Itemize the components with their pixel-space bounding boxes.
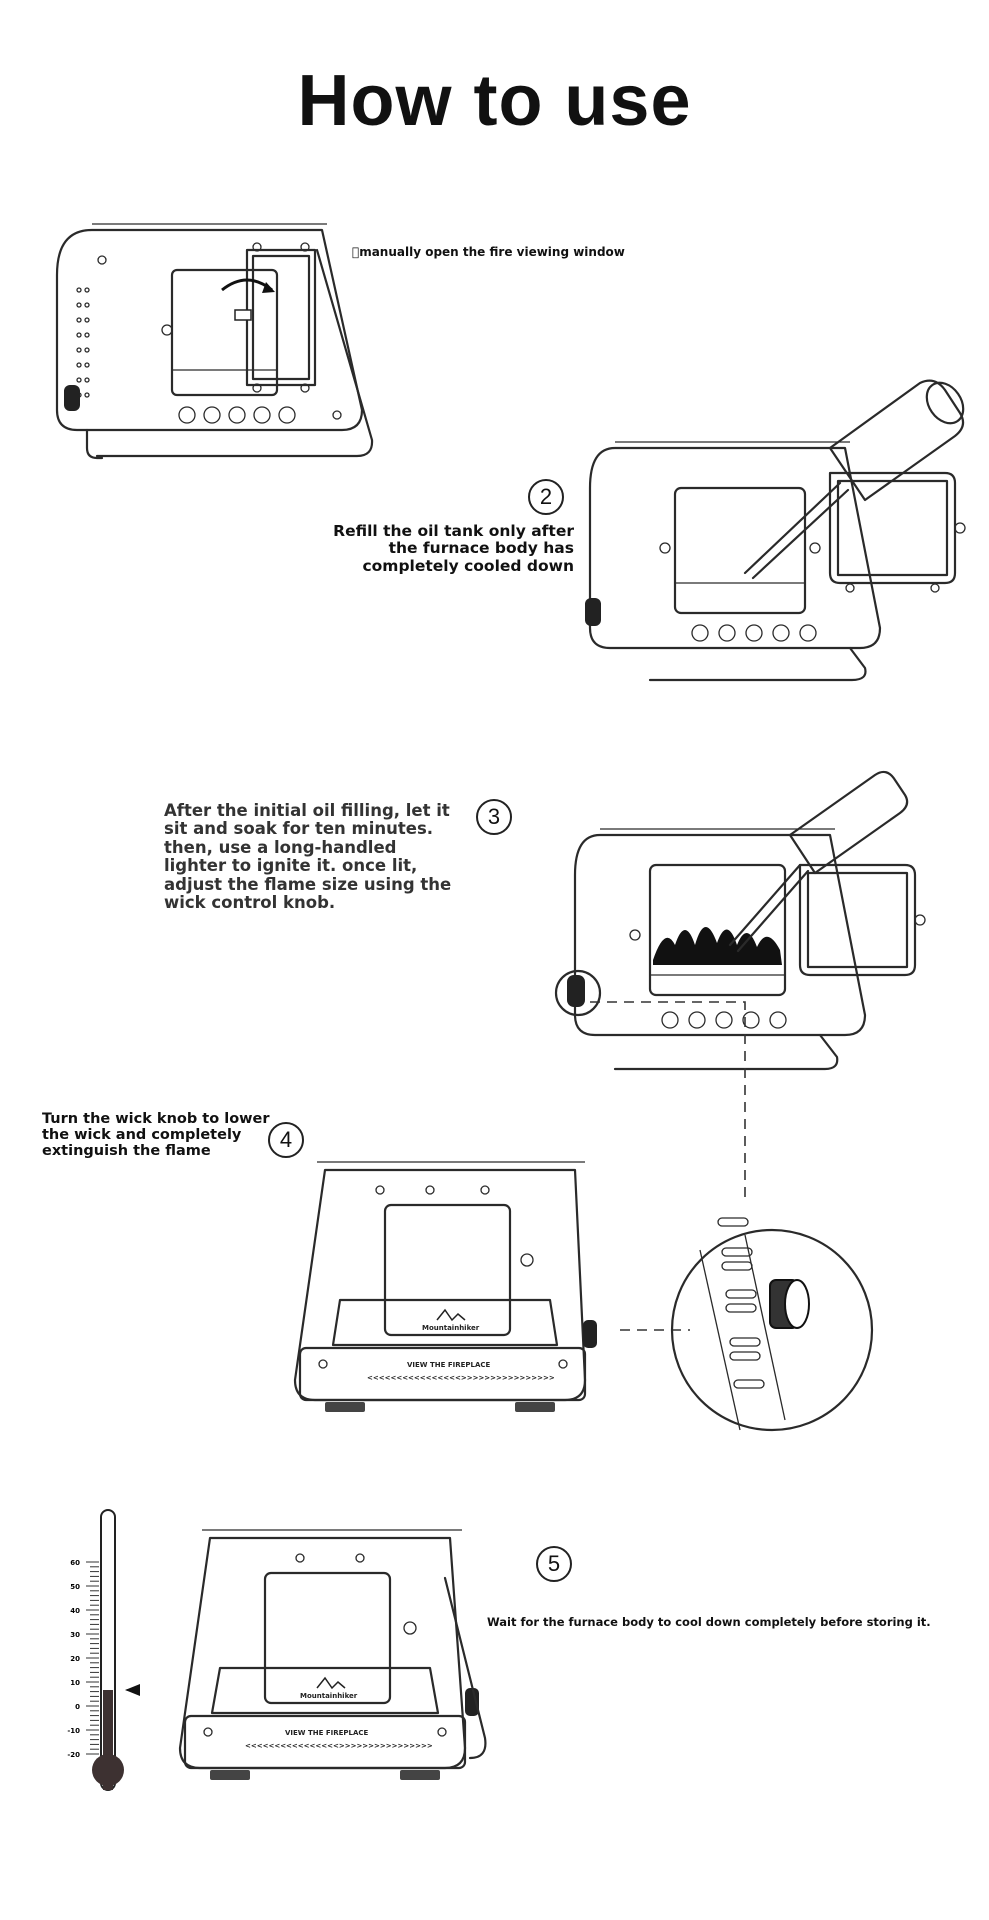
step3-number: 3 bbox=[476, 799, 512, 835]
thermometer-tick-label: 20 bbox=[70, 1655, 80, 1663]
step1-text:  manually open the fire viewing window bbox=[352, 245, 625, 259]
stove-step4: Mountainhiker VIEW THE FIREPLACE <<<<<<<… bbox=[293, 1161, 597, 1412]
thermometer-tick-label: 0 bbox=[75, 1703, 80, 1711]
svg-text:VIEW THE FIREPLACE: VIEW THE FIREPLACE bbox=[285, 1729, 369, 1737]
stove-step3 bbox=[554, 770, 926, 1071]
thermometer-tick-label: 40 bbox=[70, 1607, 80, 1615]
thermometer-tick-label: -20 bbox=[67, 1751, 80, 1759]
step4-text: Turn the wick knob to lower the wick and… bbox=[42, 1111, 270, 1160]
stove-step2 bbox=[585, 379, 966, 682]
page-title: How to use bbox=[297, 61, 692, 141]
thermometer-tick-label: 50 bbox=[70, 1583, 80, 1591]
step2-text: Refill the oil tank only after the furna… bbox=[333, 522, 574, 575]
svg-text:Mountainhiker: Mountainhiker bbox=[300, 1692, 358, 1700]
zoom-detail bbox=[670, 1217, 874, 1432]
step3-text: After the initial oil filling, let it si… bbox=[164, 801, 452, 913]
stove-step5: Mountainhiker VIEW THE FIREPLACE <<<<<<<… bbox=[178, 1529, 487, 1780]
stove-step1 bbox=[55, 223, 374, 460]
level-pointer bbox=[125, 1684, 140, 1696]
svg-text:<<<<<<<<<<<<<<<<>>>>>>>>>>>>>>: <<<<<<<<<<<<<<<<>>>>>>>>>>>>>>>> bbox=[245, 1742, 433, 1750]
svg-text:VIEW THE FIREPLACE: VIEW THE FIREPLACE bbox=[407, 1361, 491, 1369]
step5-number: 5 bbox=[536, 1546, 572, 1582]
step5-text: Wait for the furnace body to cool down c… bbox=[487, 1615, 931, 1629]
thermometer-tick-label: 30 bbox=[70, 1631, 80, 1639]
thermometer: 60 50 40 30 20 10 0 -10 -20 bbox=[67, 1509, 140, 1791]
thermometer-tick-label: 60 bbox=[70, 1559, 80, 1567]
step4-number: 4 bbox=[268, 1122, 304, 1158]
svg-text:<<<<<<<<<<<<<<<<>>>>>>>>>>>>>>: <<<<<<<<<<<<<<<<>>>>>>>>>>>>>>>> bbox=[367, 1374, 555, 1382]
step2-number: 2 bbox=[528, 479, 564, 515]
svg-text:Mountainhiker: Mountainhiker bbox=[422, 1324, 480, 1332]
leader-line-knob bbox=[590, 1001, 746, 1200]
thermometer-tick-label: -10 bbox=[67, 1727, 80, 1735]
thermometer-tick-label: 10 bbox=[70, 1679, 80, 1687]
